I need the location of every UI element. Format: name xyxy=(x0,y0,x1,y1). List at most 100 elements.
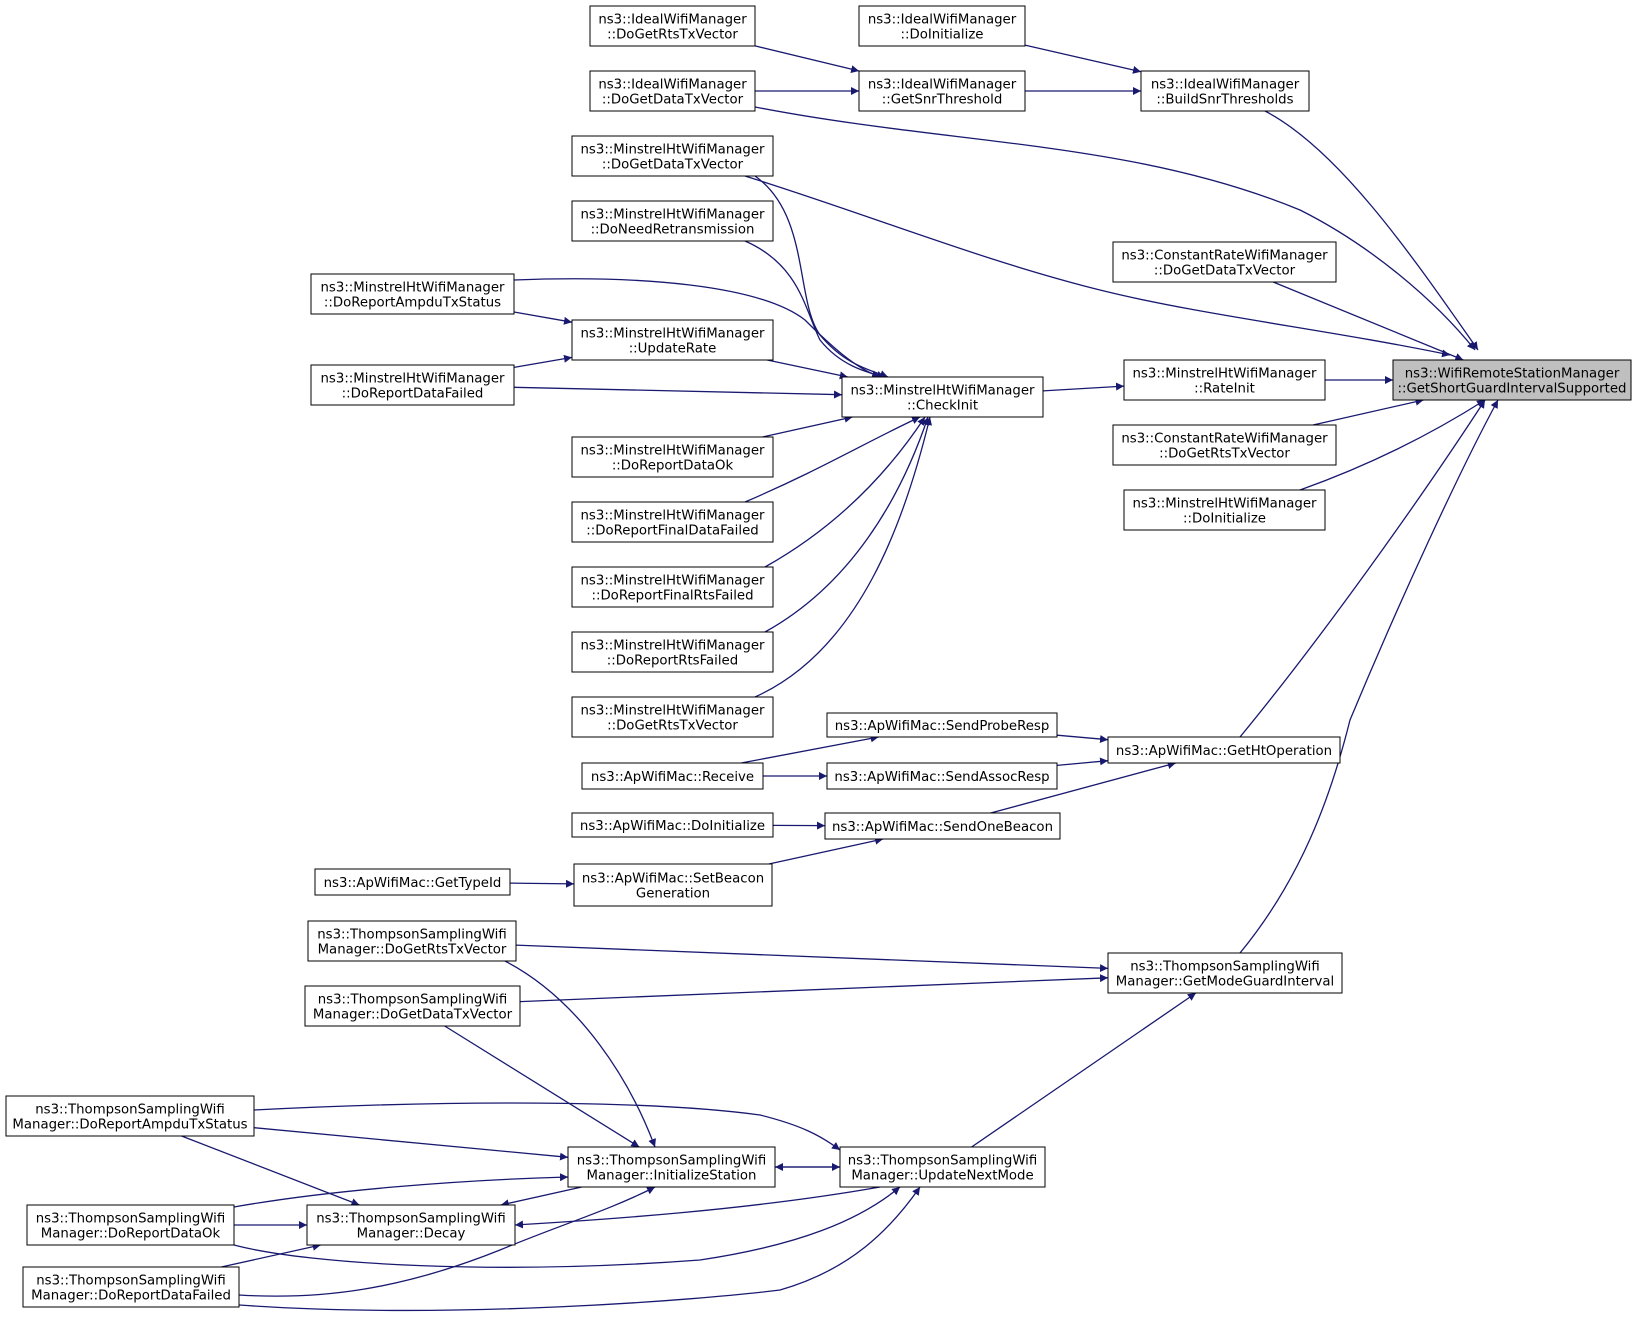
node-label-line: Manager::InitializeStation xyxy=(587,1169,757,1184)
node-ts-drampdu[interactable]: ns3::ThompsonSamplingWifiManager::DoRepo… xyxy=(5,1095,255,1137)
node-label-line: ns3::ThompsonSamplingWifi xyxy=(848,1154,1038,1169)
node-label-line: ns3::IdealWifiManager xyxy=(868,78,1017,93)
node-label-line: Generation xyxy=(636,887,710,902)
node-label-line: Manager::DoReportAmpduTxStatus xyxy=(12,1118,247,1133)
edge-ts_drampdu-to-ts_is xyxy=(253,1127,569,1161)
node-ts-drdok[interactable]: ns3::ThompsonSamplingWifiManager::DoRepo… xyxy=(26,1204,235,1246)
node-mh-drfrf[interactable]: ns3::MinstrelHtWifiManager::DoReportFina… xyxy=(571,566,774,608)
node-label-line: ns3::MinstrelHtWifiManager xyxy=(581,208,766,223)
node-label-line: ns3::ApWifiMac::Receive xyxy=(591,770,754,785)
edge-mh_drrf-to-mh_ci xyxy=(764,416,930,633)
node-ap-recv[interactable]: ns3::ApWifiMac::Receive xyxy=(581,762,764,790)
node-ts-is[interactable]: ns3::ThompsonSamplingWifiManager::Initia… xyxy=(567,1146,776,1188)
node-ts-dgdata[interactable]: ns3::ThompsonSamplingWifiManager::DoGetD… xyxy=(304,985,521,1027)
node-mh-drdf[interactable]: ns3::MinstrelHtWifiManager::DoReportData… xyxy=(310,364,515,406)
edge-iw_bst-to-gsgis xyxy=(1264,110,1479,351)
node-iw-dgdata[interactable]: ns3::IdealWifiManager::DoGetDataTxVector xyxy=(589,70,756,112)
node-iw-bst[interactable]: ns3::IdealWifiManager::BuildSnrThreshold… xyxy=(1140,70,1310,112)
node-box xyxy=(571,135,774,177)
node-box xyxy=(1140,70,1310,112)
node-label-line: ::DoInitialize xyxy=(1183,512,1266,527)
node-box xyxy=(1107,952,1343,994)
edge-ap_gti-to-ap_sbg xyxy=(509,879,575,888)
node-mh-drdok[interactable]: ns3::MinstrelHtWifiManager::DoReportData… xyxy=(571,436,774,478)
node-label-line: ns3::ApWifiMac::GetTypeId xyxy=(324,876,502,891)
node-label-line: ::DoReportDataFailed xyxy=(342,387,484,402)
edge-ap_sar-to-ap_gho xyxy=(1056,757,1109,767)
node-ts-drdf[interactable]: ns3::ThompsonSamplingWifiManager::DoRepo… xyxy=(22,1266,240,1308)
node-ap-sar[interactable]: ns3::ApWifiMac::SendAssocResp xyxy=(826,762,1058,790)
node-label-line: ::DoNeedRetransmission xyxy=(591,223,755,238)
edge-cr_dgdata-to-gsgis xyxy=(1272,281,1464,361)
node-box xyxy=(22,1266,240,1308)
node-iw-dgrts[interactable]: ns3::IdealWifiManager::DoGetRtsTxVector xyxy=(589,5,756,47)
edge-mh_drampdu-to-mh_ur xyxy=(513,311,573,325)
node-ap-spr[interactable]: ns3::ApWifiMac::SendProbeResp xyxy=(826,712,1058,738)
node-label-line: ns3::IdealWifiManager xyxy=(1151,78,1300,93)
node-label-line: ::DoReportDataOk xyxy=(612,459,734,474)
node-box xyxy=(1392,359,1632,401)
edge-ap_gho-to-gsgis xyxy=(1239,399,1486,738)
edge-ts_dgrts-to-ts_gmgi xyxy=(515,944,1109,973)
node-label-line: ns3::MinstrelHtWifiManager xyxy=(851,384,1036,399)
node-ts-unm[interactable]: ns3::ThompsonSamplingWifiManager::Update… xyxy=(839,1146,1046,1188)
node-ap-sob[interactable]: ns3::ApWifiMac::SendOneBeacon xyxy=(824,812,1061,840)
node-iw-gst[interactable]: ns3::IdealWifiManager::GetSnrThreshold xyxy=(858,70,1026,112)
node-mh-dnr[interactable]: ns3::MinstrelHtWifiManager::DoNeedRetran… xyxy=(571,200,774,242)
node-mh-ci[interactable]: ns3::MinstrelHtWifiManager::CheckInit xyxy=(841,376,1044,418)
node-label-line: ns3::MinstrelHtWifiManager xyxy=(581,574,766,589)
node-label-line: ns3::ThompsonSamplingWifi xyxy=(35,1103,225,1118)
edge-mh_drfrf-to-mh_ci xyxy=(764,416,926,568)
node-label-line: ns3::ThompsonSamplingWifi xyxy=(1130,960,1320,975)
node-label-line: ::DoGetDataTxVector xyxy=(602,93,744,108)
node-mh-dgrts[interactable]: ns3::MinstrelHtWifiManager::DoGetRtsTxVe… xyxy=(571,696,774,738)
node-box xyxy=(571,200,774,242)
node-mh-drampdu[interactable]: ns3::MinstrelHtWifiManager::DoReportAmpd… xyxy=(310,273,515,315)
edge-mh_dgdata-to-mh_ci xyxy=(754,175,889,378)
node-iw-dinit[interactable]: ns3::IdealWifiManager::DoInitialize xyxy=(858,5,1026,47)
edge-mh_dnr-to-mh_ci xyxy=(744,240,886,379)
node-box xyxy=(826,712,1058,738)
node-label-line: Manager::DoReportDataFailed xyxy=(31,1289,231,1304)
node-mh-ur[interactable]: ns3::MinstrelHtWifiManager::UpdateRate xyxy=(571,319,774,361)
node-layer: ns3::WifiRemoteStationManager::GetShortG… xyxy=(5,5,1632,1308)
node-box xyxy=(571,812,774,838)
node-label-line: ns3::ApWifiMac::SetBeacon xyxy=(582,872,764,887)
node-label-line: ::CheckInit xyxy=(907,399,978,414)
edge-ts_gmgi-to-gsgis xyxy=(1239,399,1499,954)
node-ts-gmgi[interactable]: ns3::ThompsonSamplingWifiManager::GetMod… xyxy=(1107,952,1343,994)
node-ts-dgrts[interactable]: ns3::ThompsonSamplingWifiManager::DoGetR… xyxy=(307,920,517,962)
edge-ts_drdf-to-ts_decay xyxy=(221,1242,321,1268)
node-box xyxy=(841,376,1044,418)
node-label-line: ns3::ThompsonSamplingWifi xyxy=(36,1274,226,1289)
node-label-line: ::DoReportAmpduTxStatus xyxy=(324,296,501,311)
node-mh-dgdata[interactable]: ns3::MinstrelHtWifiManager::DoGetDataTxV… xyxy=(571,135,774,177)
node-label-line: ::GetShortGuardIntervalSupported xyxy=(1397,382,1626,397)
edge-ts_dgdata-to-ts_is xyxy=(444,1025,640,1148)
node-box xyxy=(826,762,1058,790)
node-label-line: ::DoGetRtsTxVector xyxy=(607,28,738,43)
node-ap-gho[interactable]: ns3::ApWifiMac::GetHtOperation xyxy=(1107,736,1341,764)
edge-ts_is-to-ts_decay xyxy=(500,1186,582,1208)
node-label-line: ::DoReportRtsFailed xyxy=(607,654,738,669)
edge-mh_dgrts-to-mh_ci xyxy=(754,416,932,698)
node-cr-dgdata[interactable]: ns3::ConstantRateWifiManager::DoGetDataT… xyxy=(1112,241,1337,283)
node-gsgis[interactable]: ns3::WifiRemoteStationManager::GetShortG… xyxy=(1392,359,1632,401)
node-mh-drfdf[interactable]: ns3::MinstrelHtWifiManager::DoReportFina… xyxy=(571,501,774,543)
edge-ts_drdf-to-ts_unm xyxy=(238,1186,921,1312)
node-box xyxy=(5,1095,255,1137)
edge-mh_dgdata-to-gsgis xyxy=(744,175,1451,358)
node-mh-drrf[interactable]: ns3::MinstrelHtWifiManager::DoReportRtsF… xyxy=(571,631,774,673)
node-label-line: ns3::MinstrelHtWifiManager xyxy=(1133,497,1318,512)
edge-ts_drdok-to-ts_unm xyxy=(233,1186,901,1268)
node-mh-dinit[interactable]: ns3::MinstrelHtWifiManager::DoInitialize xyxy=(1123,489,1326,531)
node-ap-dinit[interactable]: ns3::ApWifiMac::DoInitialize xyxy=(571,812,774,838)
node-mh-ri[interactable]: ns3::MinstrelHtWifiManager::RateInit xyxy=(1123,359,1326,401)
node-ap-gti[interactable]: ns3::ApWifiMac::GetTypeId xyxy=(314,868,511,896)
node-box xyxy=(571,501,774,543)
edge-iw_dgdata-to-gsgis xyxy=(754,106,1476,351)
node-cr-dgrts[interactable]: ns3::ConstantRateWifiManager::DoGetRtsTx… xyxy=(1112,424,1337,466)
